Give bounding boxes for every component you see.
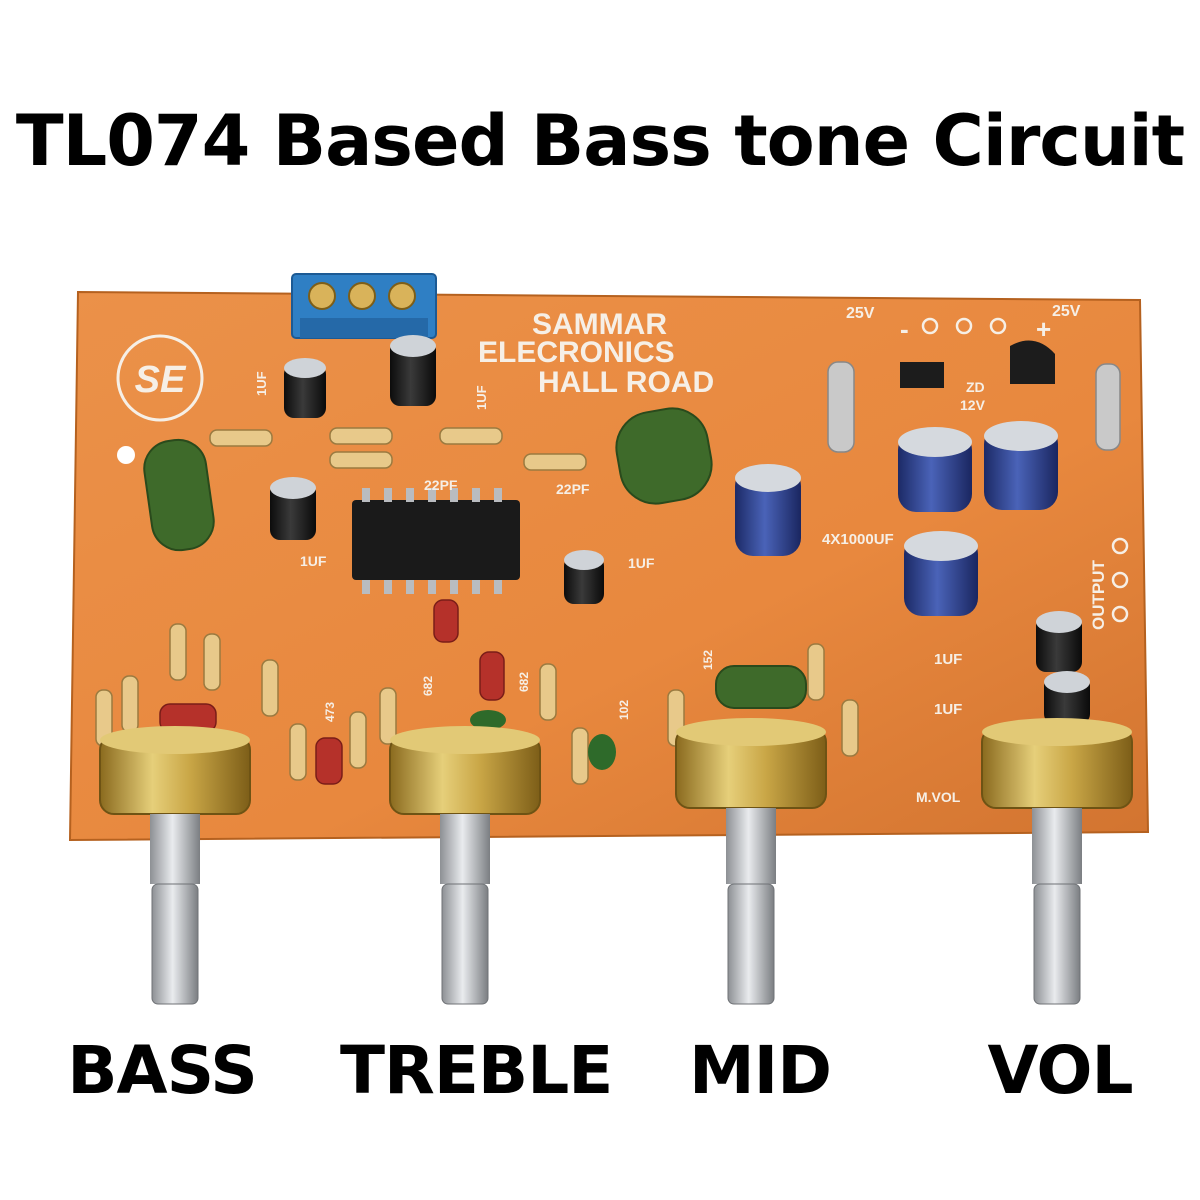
electrolytic-cap: [564, 550, 604, 604]
knob-label-bass: BASS: [67, 1032, 258, 1109]
silk-1uf-b: 1UF: [628, 555, 655, 571]
silk-brand-line3: HALL ROAD: [538, 366, 714, 399]
electrolytic-cap: [1044, 671, 1090, 724]
potentiometer-vol: [981, 718, 1133, 1005]
silk-brand-line2: ELECRONICS: [478, 336, 675, 369]
silk-minus: -: [900, 314, 909, 344]
brand-logo: SE: [116, 334, 204, 422]
electrolytic-cap-large: [735, 464, 801, 556]
film-capacitor: [143, 438, 215, 552]
film-capacitor: [615, 407, 713, 505]
potentiometer-bass: [99, 726, 251, 1005]
film-capacitor: [715, 665, 807, 709]
ic-chip: [352, 488, 520, 594]
silk-code-102: 102: [617, 700, 631, 720]
resistor-row: [209, 427, 587, 471]
ceramic-capacitor: [470, 710, 506, 730]
knob-label-vol: VOL: [987, 1032, 1133, 1109]
electrolytic-cap-large: [984, 421, 1058, 510]
potentiometer-treble: [389, 726, 541, 1005]
silk-1uf-top: 1UF: [474, 385, 489, 410]
silk-output: OUTPUT: [1089, 560, 1108, 631]
power-resistor: [1095, 363, 1121, 451]
electrolytic-cap-large: [898, 427, 972, 512]
mounting-hole: [117, 446, 135, 464]
silk-zd: ZD: [966, 379, 985, 395]
silk-25v-right: 25V: [1052, 303, 1081, 320]
potentiometer-mid: [675, 718, 827, 1005]
silk-plus: +: [1036, 314, 1051, 344]
electrolytic-cap: [390, 335, 436, 406]
silk-4x1000uf: 4X1000UF: [822, 531, 894, 548]
silk-1uf-c: 1UF: [254, 371, 269, 396]
screw-terminal-block: [291, 273, 437, 339]
silk-22pf-b: 22PF: [556, 481, 590, 497]
knob-label-mid: MID: [688, 1032, 832, 1109]
silk-1uf-out-b: 1UF: [934, 701, 962, 718]
svg-text:SE: SE: [135, 359, 187, 401]
silk-mvol: M.VOL: [916, 789, 961, 805]
silk-1uf-out-a: 1UF: [934, 651, 962, 668]
ceramic-capacitor: [588, 734, 616, 770]
output-pads: [921, 317, 1129, 623]
silk-code-682a: 682: [421, 676, 435, 696]
electrolytic-cap: [1036, 611, 1082, 672]
transistor: [1010, 340, 1055, 384]
electrolytic-cap: [284, 358, 326, 418]
silk-code-473: 473: [323, 702, 337, 722]
silk-1uf-a: 1UF: [300, 553, 327, 569]
electrolytic-cap: [270, 477, 316, 540]
page-title: TL074 Based Bass tone Circuit: [15, 100, 1185, 182]
electrolytic-cap-large: [904, 531, 978, 616]
knob-label-treble: TREBLE: [340, 1032, 613, 1109]
silk-brand-line1: SAMMAR: [532, 308, 667, 341]
red-capacitor: [159, 599, 505, 785]
transistor: [900, 362, 944, 388]
silk-22pf-a: 22PF: [424, 477, 458, 493]
silk-25v-left: 25V: [846, 305, 875, 322]
power-resistor: [827, 361, 855, 453]
silk-zd-voltage: 12V: [960, 397, 986, 413]
silk-code-682b: 682: [517, 672, 531, 692]
silk-code-152: 152: [701, 650, 715, 670]
